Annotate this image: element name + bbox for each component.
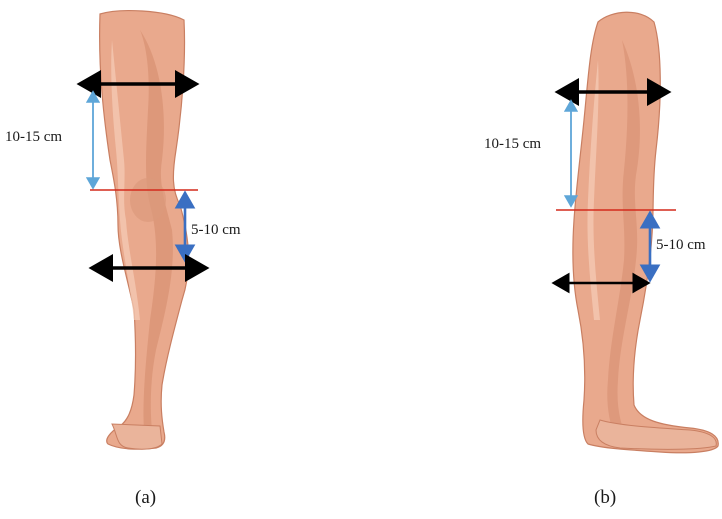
caption-b: (b) xyxy=(594,488,616,507)
upper-distance-label-a: 10-15 cm xyxy=(5,130,62,145)
knee-cap-front xyxy=(130,178,166,222)
lower-distance-label-b: 5-10 cm xyxy=(656,238,706,253)
caption-a: (a) xyxy=(135,488,156,507)
lower-distance-label-a: 5-10 cm xyxy=(191,223,241,238)
leg-side-view xyxy=(573,12,718,453)
leg-front-view xyxy=(100,11,189,450)
leg-side-silhouette xyxy=(573,12,718,453)
upper-distance-label-b: 10-15 cm xyxy=(484,137,541,152)
